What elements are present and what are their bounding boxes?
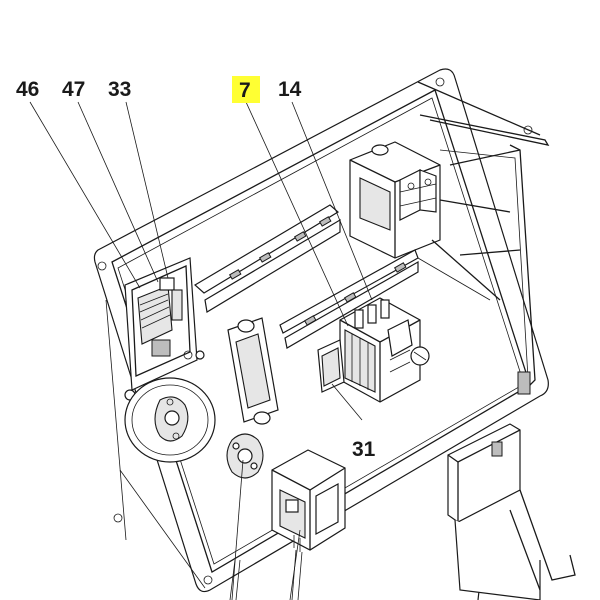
terminal-strip (339, 297, 430, 403)
leader-47 (77, 101, 159, 283)
relay-block (271, 449, 346, 552)
leader-46 (29, 101, 141, 289)
leader-7 (245, 101, 349, 327)
leader-bottom-1 (231, 459, 244, 600)
right-frame-bracket (417, 81, 550, 395)
grommet-frame (227, 317, 279, 425)
pcb-module (124, 257, 205, 401)
wires (229, 549, 303, 600)
leader-14 (291, 101, 373, 301)
side-bracket (447, 423, 576, 600)
upper-terminal-block (349, 141, 511, 301)
label-31: 31 (352, 438, 376, 461)
part-labels: 46 47 33 7 14 31 (16, 76, 376, 461)
leader-bottom-2 (289, 529, 301, 600)
label-14: 14 (278, 78, 302, 101)
small-bracket (317, 339, 345, 393)
cam-gasket (226, 433, 264, 479)
label-7: 7 (239, 79, 251, 102)
label-47: 47 (62, 78, 85, 101)
leader-33 (125, 101, 169, 279)
right-outline (417, 149, 521, 301)
din-rail (193, 204, 419, 349)
leader-31 (331, 383, 363, 421)
leader-lines (29, 101, 373, 600)
round-plate (124, 377, 216, 463)
label-46: 46 (16, 78, 39, 101)
label-33: 33 (108, 78, 131, 101)
label-7-highlight (232, 76, 260, 103)
